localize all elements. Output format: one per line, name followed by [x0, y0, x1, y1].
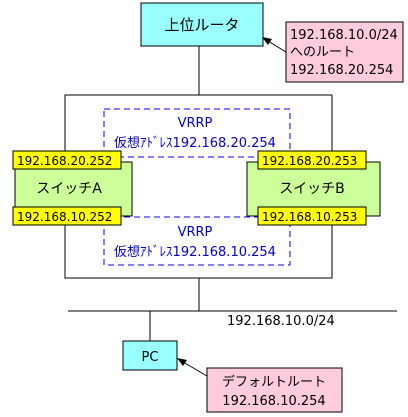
switch-a-upper-ip: 192.168.20.252: [17, 154, 112, 168]
router-label: 上位ルータ: [164, 16, 239, 34]
switch-a-upper-ip-label: [12, 150, 122, 170]
lan-label: 192.168.10.0/24: [227, 314, 335, 329]
switch-a-lower-ip: 192.168.10.252: [17, 210, 112, 224]
vrrp-upper-title: VRRP: [178, 116, 213, 131]
pc-note-arrowhead: [177, 358, 187, 366]
pc-note: [206, 367, 343, 413]
switch-b-upper-ip: 192.168.20.253: [262, 154, 357, 168]
router-note-line-2: へのルート: [290, 45, 355, 60]
switch-b-lower-ip: 192.168.10.253: [262, 210, 357, 224]
router-note-line-1: 192.168.10.0/24: [290, 28, 398, 43]
vrrp-lower-title: VRRP: [178, 225, 213, 240]
switch-b-upper-ip-label: [257, 150, 367, 170]
router-note: [285, 21, 404, 83]
router-note-arrowhead: [262, 37, 272, 45]
router-note-line-3: 192.168.20.254: [290, 63, 393, 78]
pc-label: PC: [142, 350, 159, 365]
switch-b-lower-ip-label: [257, 206, 367, 226]
vrrp-lower-address: 仮想ｱﾄﾞﾚｽ192.168.10.254: [114, 244, 276, 260]
router-box: [140, 2, 264, 47]
pc-note-line-2: 192.168.10.254: [222, 394, 325, 409]
switch-b-label: スイッチB: [279, 181, 345, 197]
vrrp-upper-group: [103, 108, 291, 158]
vrrp-upper-address: 仮想ｱﾄﾞﾚｽ192.168.20.254: [114, 135, 276, 151]
switch-a-label: スイッチA: [36, 181, 102, 197]
switch-a-lower-ip-label: [12, 206, 122, 226]
pc-box: [122, 340, 178, 371]
pc-note-line-1: デフォルトルート: [222, 374, 326, 390]
vrrp-lower-group: [103, 216, 291, 266]
